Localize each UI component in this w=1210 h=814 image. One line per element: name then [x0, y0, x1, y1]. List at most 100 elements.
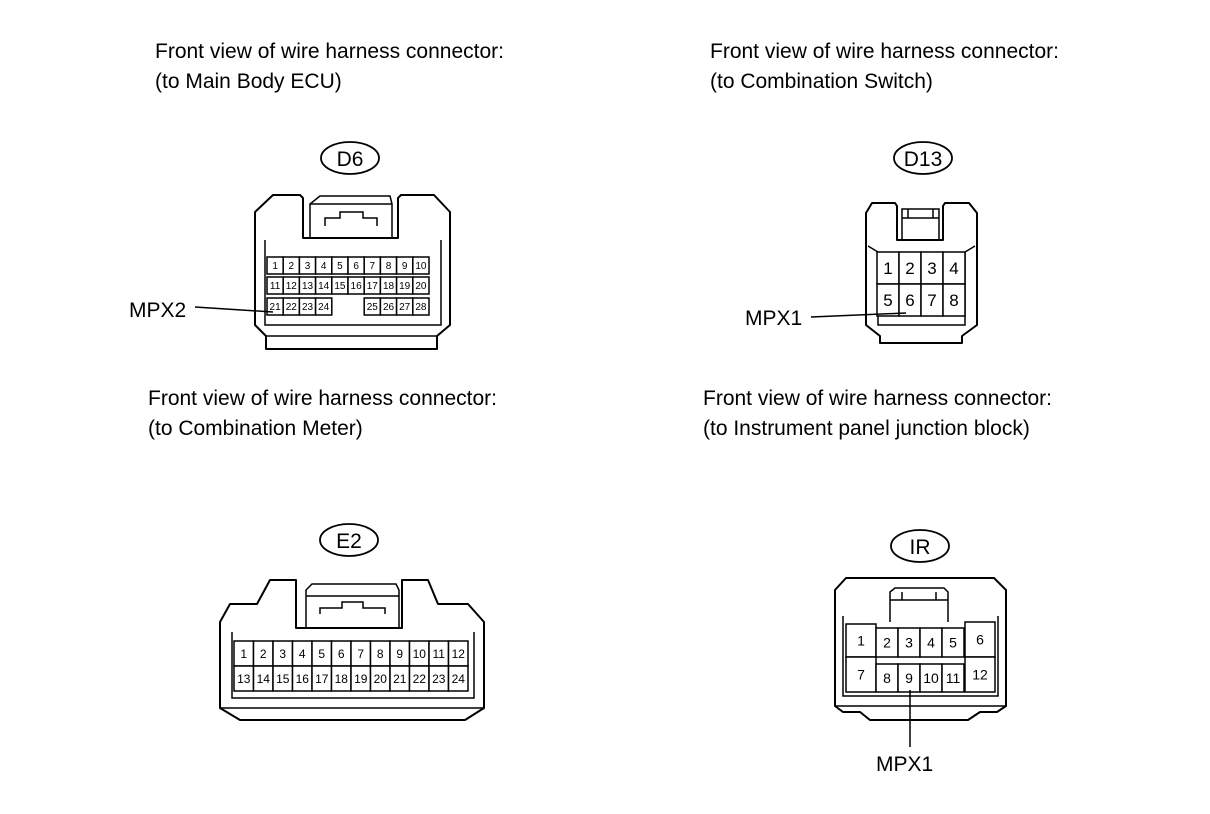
- connector-d6-pin-label: 15: [334, 281, 346, 292]
- connector-d6-code-oval: [320, 141, 380, 175]
- connector-d6-signal-label: MPX2: [129, 299, 186, 322]
- connector-ir-pin-label: 7: [857, 667, 865, 683]
- connector-e2-pin-label: 11: [433, 647, 446, 661]
- connector-d6-pin-label: 27: [399, 302, 411, 313]
- connector-d6-pin-label: 28: [415, 302, 427, 313]
- connector-d13-pin-label: 6: [905, 291, 914, 310]
- connector-d6-pin-label: 19: [399, 281, 411, 292]
- connector-d6-pin-label: 14: [318, 281, 330, 292]
- connector-e2-pin-label: 14: [257, 672, 271, 686]
- connector-d13-title-line1: Front view of wire harness connector:: [710, 40, 1059, 63]
- connector-d6-pin-label: 26: [383, 302, 395, 313]
- connector-d6-title-line2: (to Main Body ECU): [155, 70, 342, 93]
- connector-ir-pin-label: 4: [927, 635, 935, 651]
- connector-e2-title-line2: (to Combination Meter): [148, 417, 363, 440]
- connector-e2-pin-label: 22: [413, 672, 427, 686]
- connector-d6-title-line1: Front view of wire harness connector:: [155, 40, 504, 63]
- connector-ir-pin-label: 1: [857, 633, 865, 649]
- connector-d6-code: D6: [337, 148, 364, 171]
- connector-d13-leader-line: [810, 312, 907, 318]
- connector-d6-pin-label: 21: [270, 302, 282, 313]
- connector-d13-code-oval: [893, 141, 953, 175]
- connector-e2-pin-label: 15: [276, 672, 290, 686]
- connector-d13-pin-label: 7: [927, 291, 936, 310]
- connector-d13-pin-cell: [942, 283, 966, 317]
- connector-d6-pin-label: 16: [351, 281, 363, 292]
- connector-e2-pin-label: 8: [377, 647, 384, 661]
- connector-ir-cavity: [835, 616, 1006, 707]
- connector-ir-pin-cell: [941, 663, 965, 693]
- connector-ir-pin-label: 2: [883, 635, 891, 651]
- connector-ir-pin-label: 8: [883, 670, 891, 686]
- connector-ir-title: Front view of wire harness connector: (t…: [703, 384, 1052, 444]
- connector-d13-title-line2: (to Combination Switch): [710, 70, 933, 93]
- connector-d6-pin-label: 25: [367, 302, 379, 313]
- connector-d6-pin-label: 24: [318, 302, 330, 313]
- connector-d6-pin-cell: [412, 276, 430, 295]
- connector-d6-pin-label: 3: [305, 261, 311, 272]
- connector-e2-pin-label: 2: [260, 647, 267, 661]
- connector-ir-pin-label: 5: [949, 635, 957, 651]
- connector-e2-pin-label: 13: [237, 672, 251, 686]
- connector-ir-pin-label: 6: [976, 632, 984, 648]
- connector-ir-latch: [889, 587, 949, 622]
- connector-d13-latch: [901, 208, 940, 240]
- connector-ir-pin-label: 12: [972, 667, 988, 683]
- connector-d6-pin-label: 8: [386, 261, 392, 272]
- connector-ir-pin-label: 3: [905, 635, 913, 651]
- connector-e2-pin-cell: [447, 665, 469, 692]
- connector-e2-pin-label: 9: [396, 647, 403, 661]
- connector-ir-pin-cell: [964, 656, 996, 693]
- connector-ir-code: IR: [910, 536, 931, 559]
- connector-e2-latch: [305, 583, 400, 628]
- connector-d6-pin-label: 6: [353, 261, 359, 272]
- connector-d13-pin-label: 2: [905, 259, 914, 278]
- connector-e2-pin-label: 5: [318, 647, 325, 661]
- connector-e2-pin-label: 18: [335, 672, 349, 686]
- connector-ir-title-line1: Front view of wire harness connector:: [703, 387, 1052, 410]
- connector-d6-pin-label: 20: [415, 281, 427, 292]
- connector-d6-pin-label: 1: [272, 261, 278, 272]
- connector-e2-pin-label: 10: [413, 647, 427, 661]
- connector-d6-cavity: [264, 240, 442, 337]
- connector-d13-pin-label: 5: [883, 291, 892, 310]
- connector-e2-pin-label: 12: [452, 647, 466, 661]
- connector-d6-pin-label: 13: [302, 281, 314, 292]
- connector-d13-pin-label: 4: [949, 259, 958, 278]
- connector-ir-pin-cell: [845, 623, 877, 658]
- connector-e2-cavity: [220, 632, 484, 709]
- connector-ir-signal-label: MPX1: [876, 753, 933, 776]
- connector-e2-pin-label: 24: [452, 672, 466, 686]
- connector-d6-pin-label: 5: [337, 261, 343, 272]
- connector-d6-pin-label: 18: [383, 281, 395, 292]
- connector-e2-pin-label: 20: [374, 672, 388, 686]
- connector-e2-pin-label: 1: [240, 647, 247, 661]
- connector-e2-pin-label: 3: [279, 647, 286, 661]
- connector-e2-pin-label: 21: [393, 672, 407, 686]
- connector-e2-code: E2: [336, 530, 362, 553]
- connector-d6-pin-label: 23: [302, 302, 314, 313]
- connector-e2-code-oval: [319, 523, 379, 557]
- connector-d6-pin-cell: [412, 256, 430, 275]
- connector-ir-pin-cell: [941, 627, 965, 658]
- connector-d6-pin-label: 10: [415, 261, 427, 272]
- connector-d6-pin-cell: [314, 297, 333, 316]
- connector-d13-cavity: [867, 245, 976, 326]
- connector-d6-pin-label: 2: [289, 261, 295, 272]
- connector-d6-pin-label: 4: [321, 261, 327, 272]
- connector-ir-pin-label: 9: [905, 670, 913, 686]
- connector-ir-title-line2: (to Instrument panel junction block): [703, 417, 1030, 440]
- connector-e2-pin-label: 6: [338, 647, 345, 661]
- connector-d13-pin-label: 3: [927, 259, 936, 278]
- connector-e2-pin-label: 23: [432, 672, 446, 686]
- connector-e2-title-line1: Front view of wire harness connector:: [148, 387, 497, 410]
- connector-ir-code-oval: [890, 529, 950, 563]
